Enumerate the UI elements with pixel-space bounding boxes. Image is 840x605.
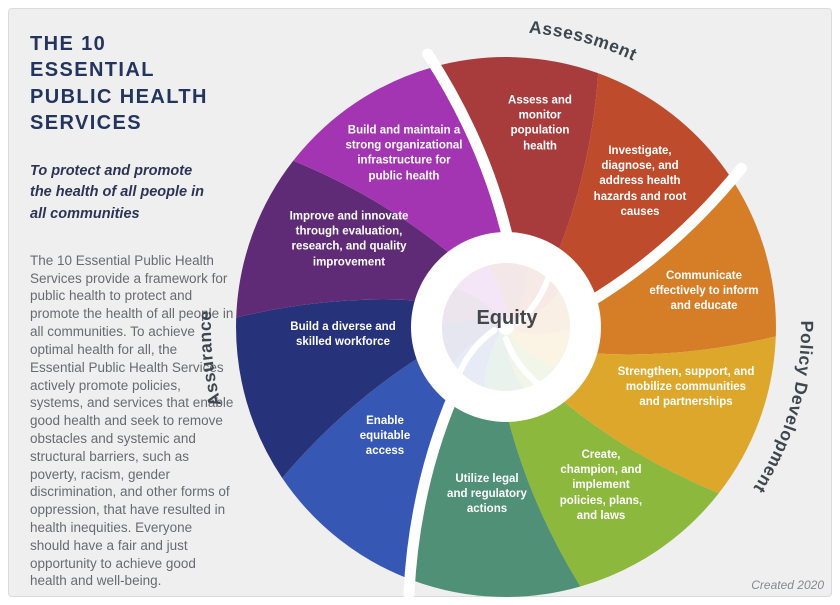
group-divider — [403, 387, 460, 600]
mini-segment-create-champion — [504, 334, 557, 389]
mini-segment-build-workforce — [441, 320, 499, 363]
group-label-assessment: Assessment — [528, 17, 640, 65]
group-label-assessment-text: Assessment — [528, 17, 639, 65]
segment-label-enable-access: Enable equitable access — [359, 415, 411, 458]
group-divider — [422, 48, 515, 249]
segment-strengthen-mobilize — [560, 336, 776, 494]
mini-segment-utilize-legal — [484, 332, 524, 391]
mini-segment-build-infrastructure — [455, 265, 508, 320]
segment-create-champion — [507, 398, 719, 587]
mini-wheel — [441, 263, 571, 391]
mini-divider — [455, 327, 498, 378]
segment-label-improve-innovate: Improve and innovate through evaluation,… — [289, 210, 409, 269]
segment-label-assess-monitor: Assess and monitor population health — [508, 94, 572, 153]
group-label-assurance-text: Assurance — [195, 310, 225, 408]
group-dividers — [403, 48, 747, 600]
page-subtitle: To protect and promote the health of all… — [30, 162, 205, 223]
mini-segment-communicate — [513, 291, 571, 334]
segment-label-communicate: Communicate effectively to inform and ed… — [649, 270, 759, 313]
segment-build-infrastructure — [293, 67, 505, 256]
segment-investigate-diagnose — [557, 73, 730, 298]
group-divider — [581, 162, 747, 310]
segment-build-workforce — [236, 299, 421, 478]
mini-segment-strengthen-mobilize — [509, 329, 570, 367]
segment-label-build-workforce: Build a diverse and skilled workforce — [290, 320, 396, 348]
segment-label-utilize-legal: Utilize legal and regulatory actions — [447, 473, 527, 516]
equity-center-label: Equity — [476, 307, 538, 329]
mini-segment-improve-innovate — [442, 287, 503, 325]
wheel-segments — [236, 57, 776, 597]
segment-assess-monitor — [431, 57, 599, 254]
segment-label-create-champion: Create, champion, and implement policies… — [559, 449, 643, 522]
segment-label-investigate-diagnose: Investigate, diagnose, and address healt… — [593, 145, 687, 218]
mini-segment-enable-access — [452, 328, 501, 388]
mini-divider — [514, 272, 553, 326]
segment-improve-innovate — [236, 160, 452, 318]
page-title: THE 10 ESSENTIAL PUBLIC HEALTH SERVICES — [30, 33, 208, 135]
segment-label-build-infrastructure: Build and maintain a strong organization… — [345, 124, 463, 183]
mini-segment-assess-monitor — [488, 263, 528, 322]
credit-text: Created 2020 — [751, 578, 824, 592]
segment-label-strengthen-mobilize: Strengthen, support, and mobilize commun… — [617, 366, 755, 409]
group-label-assurance: Assurance — [195, 310, 225, 408]
left-text-column: THE 10 ESSENTIAL PUBLIC HEALTH SERVICES … — [30, 31, 234, 590]
mini-divider — [503, 336, 543, 388]
segment-utilize-legal — [413, 400, 581, 597]
description-text: The 10 Essential Public Health Services … — [30, 252, 234, 589]
segment-communicate — [591, 176, 776, 355]
